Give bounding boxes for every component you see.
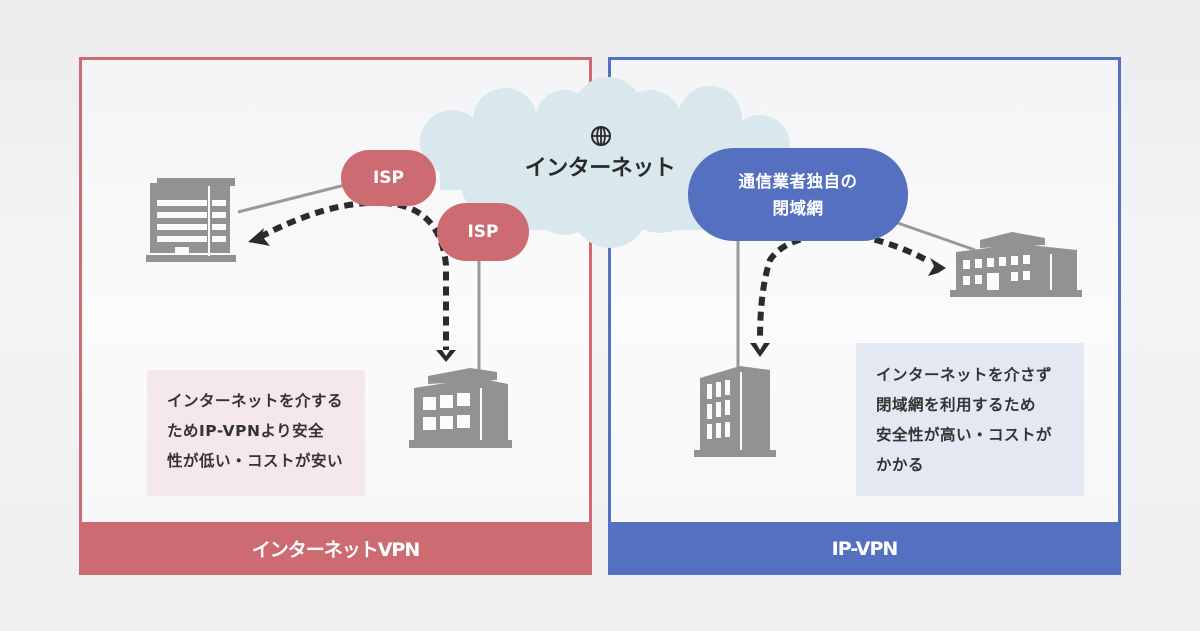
arrow-isp-to-center-building [382, 200, 449, 350]
ip-vpn-note: インターネットを介さず 閉域網を利用するため 安全性が高い・コストが かかる [856, 343, 1084, 496]
building-right-tower [694, 366, 776, 457]
closed-network-line1: 通信業者独自の [738, 171, 858, 191]
note-line: 性が低い・コストが安い [167, 452, 344, 470]
arrowhead-left [248, 228, 270, 246]
note-line: 閉域網を利用するため [876, 396, 1037, 414]
internet-vpn-note: インターネットを介する ためIP-VPNより安全 性が低い・コストが安い [147, 370, 365, 496]
connector-left-building [237, 183, 346, 214]
building-right-factory [950, 232, 1082, 297]
arrowhead-right-tower [750, 343, 770, 357]
note-line: インターネットを介する [167, 392, 344, 410]
closed-network-line2: 閉域網 [772, 198, 824, 218]
arrow-closed-to-right-building [757, 232, 861, 341]
arrowhead-factory [928, 258, 946, 276]
closed-network-node: 通信業者独自の 閉域網 [688, 148, 908, 241]
internet-vpn-title: インターネットVPN [79, 522, 592, 575]
globe-icon [591, 126, 611, 146]
connector-closed-building-right [894, 220, 976, 252]
isp-node: ISP [341, 150, 436, 206]
arrowhead-center [436, 350, 456, 362]
note-line: インターネットを介さず [876, 366, 1053, 384]
note-line: 安全性が高い・コストが [876, 426, 1053, 444]
ip-vpn-title: IP-VPN [608, 522, 1121, 575]
arrow-isp-to-left-building [256, 199, 384, 241]
note-line: かかる [876, 456, 925, 474]
building-left-office [146, 178, 236, 262]
building-center-office [409, 368, 512, 448]
isp-node: ISP [437, 203, 529, 261]
note-line: ためIP-VPNより安全 [167, 422, 325, 440]
internet-label: インターネット [524, 156, 676, 181]
